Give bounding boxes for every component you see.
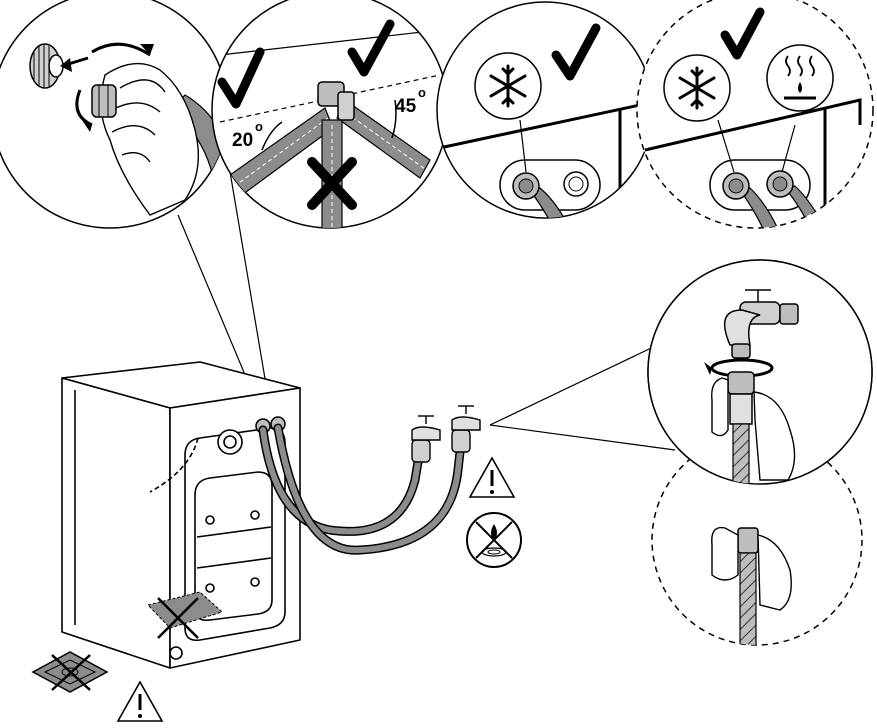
- detail-circle-braided-hose: [647, 259, 873, 646]
- detail-circle-cold-inlet: [436, 1, 654, 219]
- angle-label-20: 20: [232, 130, 253, 151]
- threaded-fitting: [29, 43, 64, 89]
- checkmark-icon: [720, 7, 765, 60]
- detail-circle-cold-hot-inlets: [636, 0, 874, 229]
- hand: [100, 62, 200, 216]
- detail-circle-nut: [0, 0, 229, 229]
- water-taps: [411, 405, 481, 463]
- no-carpet-under-machine-icon: [147, 591, 223, 639]
- checkmark-icon: [217, 47, 265, 109]
- warning-triangle-icon: [116, 680, 164, 722]
- snowflake-icon: [663, 54, 731, 122]
- snowflake-icon: [474, 52, 542, 120]
- coupling-nut: [91, 84, 117, 118]
- hot-water-icon: [766, 44, 834, 112]
- cross-icon: [307, 157, 357, 210]
- angle-degree-45: o: [418, 85, 426, 100]
- inlet-hoses: [258, 423, 465, 555]
- checkmark-icon: [347, 19, 395, 77]
- angle-degree-20: o: [255, 119, 263, 134]
- detail-circle-angles: 20 o 45 o: [211, 0, 449, 229]
- checkmark-icon: [551, 23, 601, 81]
- no-drip-icon: [466, 512, 522, 568]
- angle-label-45: 45: [395, 96, 417, 117]
- no-carpet-icon: [31, 651, 109, 693]
- warning-triangle-icon: [468, 456, 516, 498]
